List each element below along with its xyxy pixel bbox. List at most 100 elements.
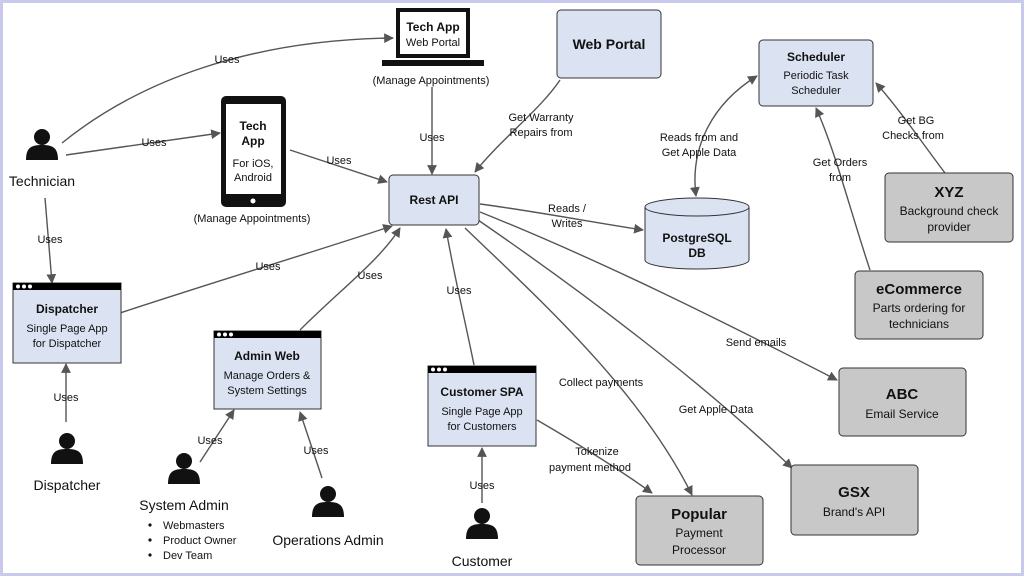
edges: [44, 33, 946, 503]
phone-home-button: [250, 198, 256, 204]
edge-label-get-orders: from: [829, 172, 851, 184]
edge-adminweb-rest: [299, 227, 401, 331]
edge-label-get-apple-data: Get Apple Data: [679, 404, 754, 416]
abc-node: ABC Email Service: [838, 367, 967, 437]
edge-label-get-bg: Checks from: [882, 130, 944, 142]
dispatcher-spa-sub: Single Page App: [26, 323, 107, 335]
ecommerce-sub: Parts ordering for: [873, 301, 966, 315]
popular-sub: Payment: [675, 526, 723, 540]
edge-tech-mobile-rest: [289, 149, 388, 184]
edge-label-reads-writes: Reads /: [548, 203, 587, 215]
abc-title: ABC: [886, 386, 919, 403]
edge-label-uses: Uses: [37, 234, 63, 246]
edge-rest-gsx: [477, 219, 793, 469]
tech-app-web-portal-laptop: Tech App Web Portal (Manage Appointments…: [373, 8, 489, 87]
tech-app-mobile-phone: Tech App For iOS, Android (Manage Appoin…: [194, 96, 311, 225]
system-admin-role: Dev Team: [163, 550, 212, 562]
tech-mobile-sub: For iOS,: [233, 158, 274, 170]
edge-label-tokenize: Tokenize: [575, 446, 618, 458]
tech-mobile-caption: (Manage Appointments): [194, 213, 311, 225]
edge-label-uses: Uses: [446, 285, 472, 297]
ecommerce-title: eCommerce: [876, 281, 962, 298]
edge-ecommerce-scheduler: [815, 107, 871, 271]
xyz-sub: provider: [927, 220, 970, 234]
actor-dispatcher: Dispatcher: [34, 433, 101, 493]
edge-dispatcher-rest: [119, 224, 393, 314]
customer-label: Customer: [452, 553, 513, 569]
scheduler-node: Scheduler Periodic Task Scheduler: [758, 39, 874, 107]
edge-label-uses: Uses: [197, 435, 223, 447]
gsx-title: GSX: [838, 484, 870, 501]
edge-label-get-orders: Get Orders: [813, 157, 868, 169]
popular-sub: Processor: [672, 543, 726, 557]
edge-postgres-scheduler: [690, 75, 758, 197]
ecommerce-sub: technicians: [889, 317, 949, 331]
edge-sysadmin-adminweb: [199, 409, 235, 463]
popular-node: Popular Payment Processor: [635, 495, 764, 566]
edge-webportal-rest: [474, 79, 561, 173]
edge-rest-abc: [479, 211, 838, 381]
dispatcher-label: Dispatcher: [34, 477, 101, 493]
person-icon: [312, 486, 344, 517]
actor-technician: Technician: [9, 129, 75, 189]
edge-technician-tech-web: [61, 33, 394, 144]
edge-label-uses: Uses: [53, 392, 79, 404]
dispatcher-spa-sub: for Dispatcher: [33, 338, 102, 350]
edge-label-uses: Uses: [255, 261, 281, 273]
customer-spa-node: Customer SPA Single Page App for Custome…: [427, 365, 537, 447]
customer-spa-sub: for Customers: [447, 421, 517, 433]
edge-label-reads-apple: Get Apple Data: [662, 147, 737, 159]
edge-label-uses: Uses: [357, 270, 383, 282]
edge-label-reads-apple: Reads from and: [660, 132, 738, 144]
edge-opsadmin-adminweb: [298, 411, 323, 479]
edge-labels: Uses Uses Uses Uses Uses Uses Uses Uses …: [37, 54, 943, 492]
system-admin-role: Product Owner: [163, 535, 237, 547]
scheduler-title: Scheduler: [787, 50, 845, 64]
person-icon: [51, 433, 83, 464]
postgres-title: PostgreSQL: [662, 231, 731, 245]
scheduler-sub: Periodic Task: [783, 70, 849, 82]
web-portal-title: Web Portal: [573, 36, 646, 52]
postgres-db-node: PostgreSQL DB: [644, 197, 750, 270]
dispatcher-spa-node: Dispatcher Single Page App for Dispatche…: [12, 282, 122, 364]
edge-label-get-bg: Get BG: [898, 115, 935, 127]
postgres-title: DB: [688, 246, 706, 260]
edge-label-uses: Uses: [326, 155, 352, 167]
tech-web-title: Tech App: [406, 20, 459, 34]
system-admin-role: Webmasters: [163, 520, 225, 532]
edge-rest-postgres: [479, 203, 644, 234]
tech-mobile-title: App: [241, 134, 264, 148]
edge-xyz-scheduler: [875, 82, 946, 174]
edge-label-uses: Uses: [469, 480, 495, 492]
edge-label-uses: Uses: [141, 137, 167, 149]
admin-web-sub: System Settings: [227, 385, 307, 397]
dispatcher-spa-title: Dispatcher: [36, 302, 98, 316]
popular-title: Popular: [671, 506, 727, 523]
customer-spa-title: Customer SPA: [440, 385, 523, 399]
person-icon: [466, 508, 498, 539]
person-icon: [26, 129, 58, 160]
edge-rest-popular: [464, 227, 693, 496]
edge-technician-dispatcher-spa: [44, 197, 57, 284]
tech-mobile-title: Tech: [239, 119, 266, 133]
edge-label-warranty: Repairs from: [510, 127, 573, 139]
rest-api-title: Rest API: [410, 193, 459, 207]
scheduler-sub: Scheduler: [791, 85, 841, 97]
technician-label: Technician: [9, 173, 75, 189]
edge-label-uses: Uses: [303, 445, 329, 457]
edge-label-collect-payments: Collect payments: [559, 377, 644, 389]
edge-label-warranty: Get Warranty: [509, 112, 574, 124]
person-icon: [168, 453, 200, 484]
ecommerce-node: eCommerce Parts ordering for technicians: [854, 270, 984, 340]
xyz-sub: Background check: [900, 204, 1000, 218]
operations-admin-label: Operations Admin: [272, 532, 383, 548]
laptop-icon: [396, 8, 470, 58]
abc-sub: Email Service: [865, 407, 939, 421]
actor-customer: Customer: [452, 508, 513, 569]
admin-web-sub: Manage Orders &: [224, 370, 311, 382]
edge-label-reads-writes: Writes: [552, 218, 583, 230]
window-titlebar: [428, 366, 536, 373]
edge-technician-tech-mobile: [65, 129, 221, 156]
database-icon: [644, 207, 750, 270]
